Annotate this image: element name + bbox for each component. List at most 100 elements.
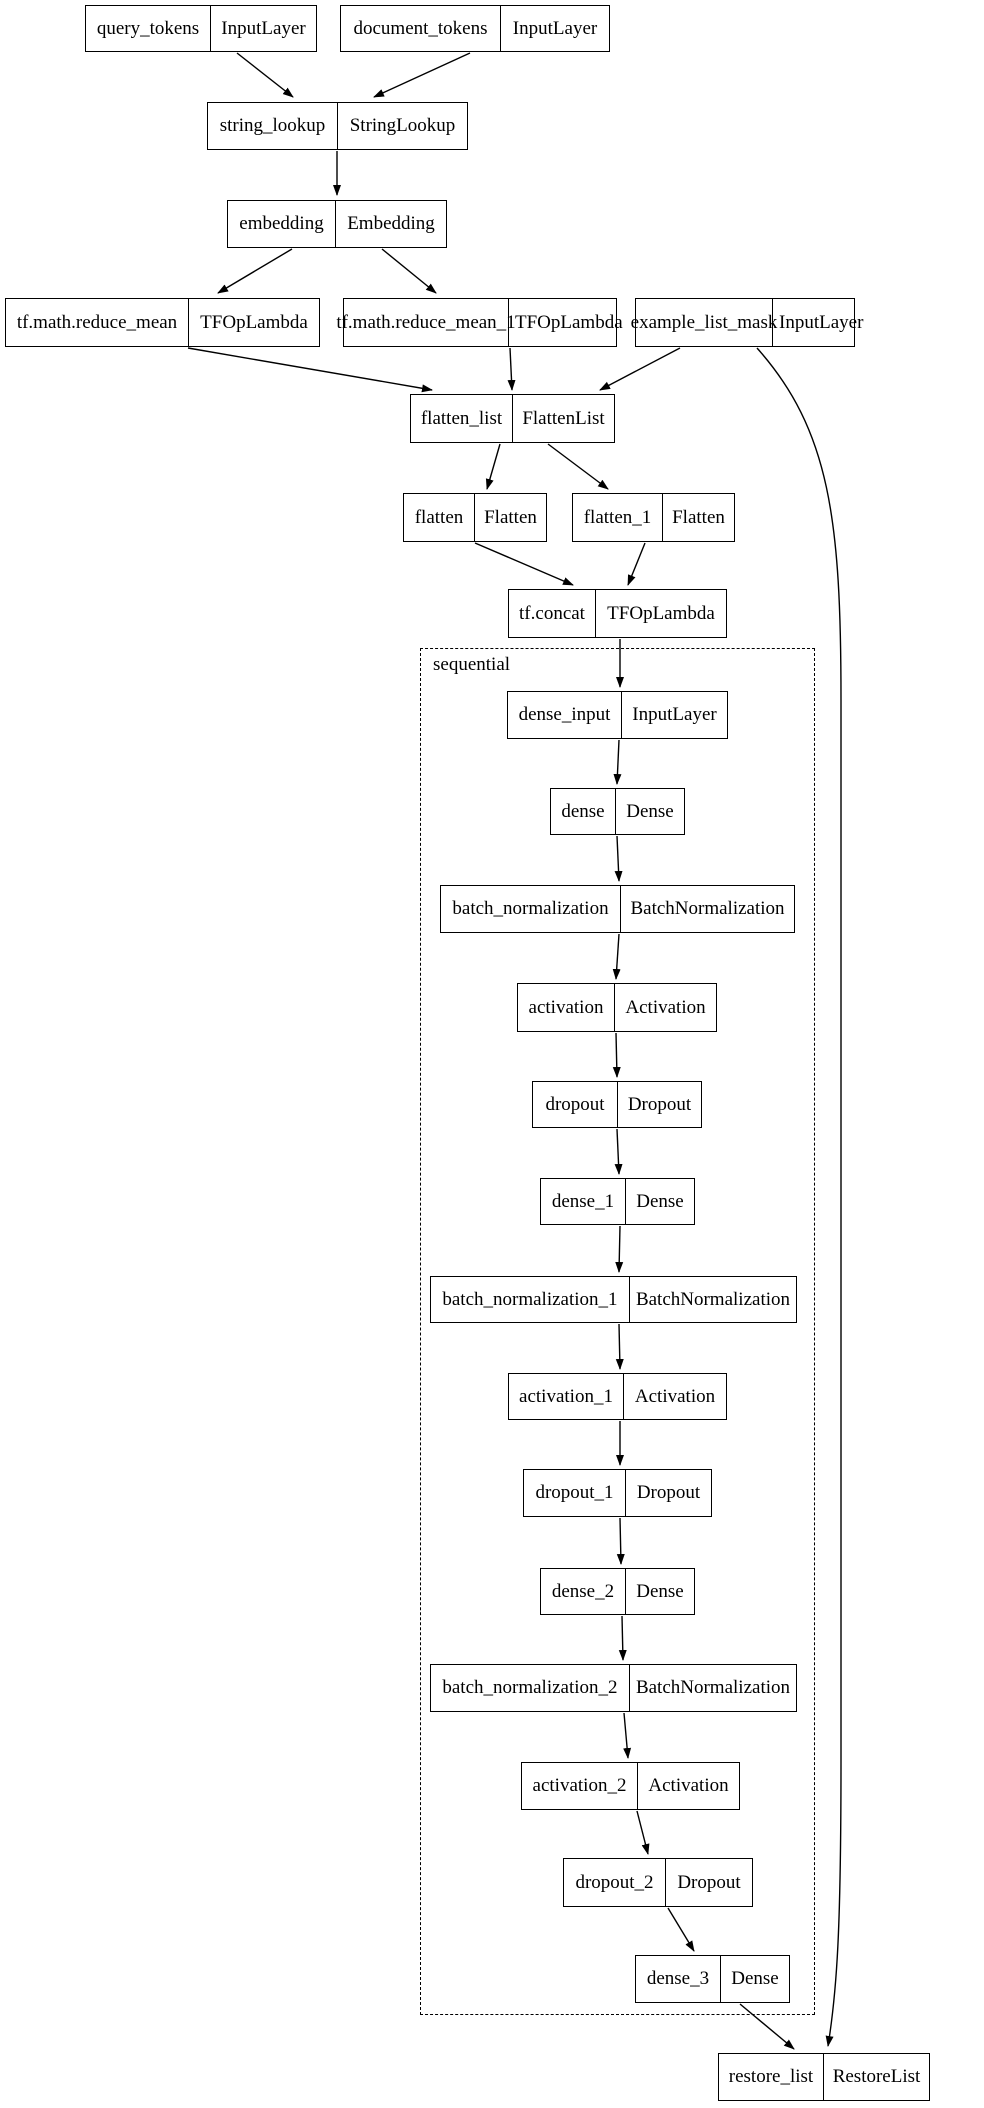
node-embedding: embedding Embedding: [227, 200, 447, 248]
node-layer-class: Activation: [648, 1775, 729, 1796]
node-dense_3: dense_3 Dense: [635, 1955, 790, 2003]
node-label: tf.math.reduce_mean: [6, 299, 189, 346]
node-label: example_list_mask: [631, 299, 777, 346]
edge-dense_input-to-dense: [613, 739, 622, 785]
node-label: restore_list: [719, 2054, 824, 2100]
node-label: dropout_1: [524, 1470, 626, 1516]
node-label: dense_3: [636, 1956, 721, 2002]
edge-dense_1-to-batch_normalization_1: [615, 1225, 624, 1273]
edge-document_tokens-to-string_lookup: [373, 52, 471, 98]
node-label: activation: [518, 984, 615, 1031]
node-flatten: flatten Flatten: [403, 493, 547, 542]
node-layer-class: BatchNormalization: [630, 898, 785, 919]
node-layer-class: Dense: [731, 1968, 779, 1989]
node-tf_concat: tf.concat TFOpLambda: [508, 589, 727, 638]
node-label: batch_normalization_2: [431, 1665, 630, 1711]
node-tf_math_reduce_mean: tf.math.reduce_mean TFOpLambda: [5, 298, 320, 347]
edge-dense_2-to-batch_normalization_2: [618, 1615, 627, 1661]
node-restore_list: restore_list RestoreList: [718, 2053, 930, 2101]
node-label: flatten_1: [573, 494, 663, 541]
node-label: dense_input: [508, 692, 622, 738]
node-layer-class: RestoreList: [832, 2066, 921, 2087]
node-dropout_2: dropout_2 Dropout: [563, 1858, 753, 1907]
node-label: tf.concat: [509, 590, 596, 637]
node-layer-class: TFOpLambda: [515, 311, 623, 333]
edge-activation_2-to-dropout_2: [636, 1810, 650, 1855]
node-layer-class: Dense: [626, 800, 674, 822]
node-query_tokens: query_tokens InputLayer: [85, 5, 317, 52]
node-label: dense_1: [541, 1179, 626, 1224]
edge-dropout_2-to-dense_3: [667, 1907, 695, 1952]
edge-batch_normalization_1-to-activation_1: [615, 1323, 624, 1370]
edge-embedding-to-tf_math_reduce_mean_1: [381, 248, 437, 294]
node-label: batch_normalization: [441, 886, 621, 932]
edge-flatten-to-tf_concat: [474, 542, 574, 586]
node-document_tokens: document_tokens InputLayer: [340, 5, 610, 52]
node-dense_2: dense_2 Dense: [540, 1568, 695, 1615]
cluster-label: sequential: [433, 654, 511, 675]
node-label: string_lookup: [208, 103, 338, 149]
node-dense_1: dense_1 Dense: [540, 1178, 695, 1225]
node-label: query_tokens: [86, 6, 211, 51]
edge-dense_3-to-restore_list: [739, 2003, 795, 2050]
node-label: dense: [551, 789, 616, 834]
node-layer-class: BatchNormalization: [635, 1288, 790, 1310]
edge-tf_math_reduce_mean-to-flatten_list: [187, 347, 433, 393]
node-string_lookup: string_lookup StringLookup: [207, 102, 468, 150]
node-dropout_1: dropout_1 Dropout: [523, 1469, 712, 1517]
node-layer-class: TFOpLambda: [607, 602, 715, 624]
node-layer-class: Dense: [636, 1190, 684, 1212]
edge-example_list_mask-to-flatten_list: [599, 347, 681, 391]
edge-batch_normalization-to-activation: [612, 933, 621, 980]
node-layer-class: Flatten: [672, 506, 725, 528]
edge-example_list_mask-to-restore_list: [756, 347, 842, 2047]
node-layer-class: Activation: [634, 1385, 716, 1407]
node-layer-class: TFOpLambda: [200, 311, 308, 333]
edge-batch_normalization_2-to-activation_2: [623, 1712, 632, 1759]
node-layer-class: Flatten: [484, 506, 537, 528]
node-label: document_tokens: [341, 6, 501, 51]
edge-flatten_list-to-flatten_1: [547, 443, 609, 490]
node-label: activation_1: [509, 1374, 624, 1419]
node-label: embedding: [228, 201, 336, 247]
node-label: flatten_list: [411, 395, 513, 442]
node-label: flatten: [404, 494, 475, 541]
node-layer-class: Dropout: [677, 1871, 741, 1893]
node-dense: dense Dense: [550, 788, 685, 835]
node-layer-class: InputLayer: [779, 311, 864, 333]
edge-tf_math_reduce_mean_1-to-flatten_list: [507, 347, 516, 391]
edge-dense-to-batch_normalization: [614, 835, 623, 882]
node-layer-class: Activation: [625, 996, 706, 1018]
node-layer-class: InputLayer: [221, 17, 306, 39]
node-layer-class: Dropout: [627, 1093, 692, 1115]
node-layer-class: Dense: [636, 1580, 684, 1602]
node-layer-class: StringLookup: [349, 115, 456, 136]
edge-query_tokens-to-string_lookup: [236, 52, 294, 98]
node-layer-class: InputLayer: [512, 17, 598, 39]
node-layer-class: Dropout: [636, 1482, 701, 1503]
node-activation_1: activation_1 Activation: [508, 1373, 727, 1420]
node-label: activation_2: [522, 1763, 638, 1809]
node-label: tf.math.reduce_mean_1: [336, 299, 516, 346]
edge-embedding-to-tf_math_reduce_mean: [217, 248, 293, 294]
node-layer-class: InputLayer: [632, 704, 717, 725]
edge-activation-to-dropout: [612, 1032, 621, 1078]
edge-flatten_1-to-tf_concat: [627, 542, 646, 586]
node-label: dropout_2: [564, 1859, 666, 1906]
node-layer-class: Embedding: [347, 213, 435, 234]
node-activation: activation Activation: [517, 983, 717, 1032]
edge-flatten_list-to-flatten: [485, 443, 501, 490]
node-label: dense_2: [541, 1569, 626, 1614]
node-batch_normalization: batch_normalization BatchNormalization: [440, 885, 795, 933]
node-layer-class: BatchNormalization: [635, 1677, 790, 1698]
node-activation_2: activation_2 Activation: [521, 1762, 740, 1810]
edge-dropout-to-dense_1: [614, 1128, 623, 1175]
